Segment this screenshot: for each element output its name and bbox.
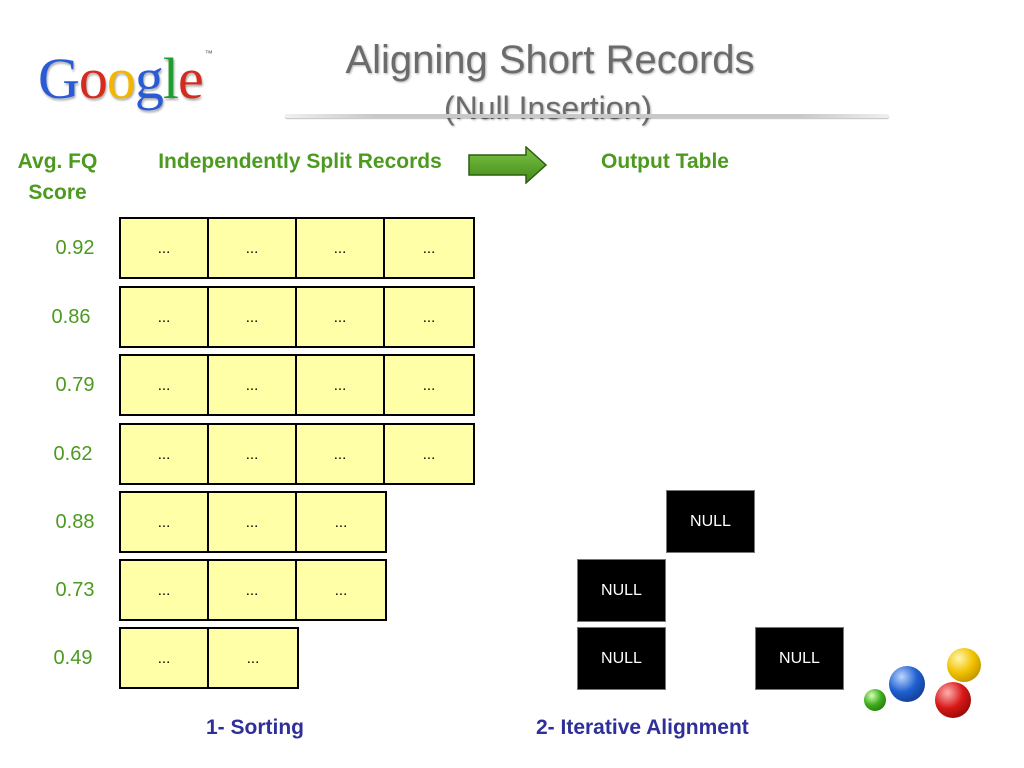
record-row: ............ (119, 286, 475, 348)
output-null-cell: NULL (577, 627, 666, 690)
step-sorting-label: 1- Sorting (206, 716, 304, 739)
logo-letter: o (106, 46, 136, 111)
record-field-cell: ... (297, 356, 385, 414)
record-field-cell: ... (297, 561, 385, 619)
score-column-header: Avg. FQ Score (17, 150, 98, 204)
right-arrow-icon (468, 146, 548, 184)
record-field-cell: ... (209, 493, 297, 551)
row-score: 0.79 (55, 374, 95, 396)
logo-letter: o (78, 46, 108, 111)
row-score: 0.62 (53, 443, 93, 465)
row-score: 0.88 (55, 511, 95, 533)
logo-letter: e (178, 46, 204, 111)
record-field-cell: ... (121, 629, 209, 687)
record-row: ............ (119, 423, 475, 485)
row-score: 0.73 (55, 579, 95, 601)
logo-letter: G (38, 46, 80, 111)
record-field-cell: ... (121, 561, 209, 619)
record-field-cell: ... (297, 425, 385, 483)
logo-letter: g (134, 46, 164, 111)
record-field-cell: ... (385, 425, 473, 483)
record-row: ...... (119, 627, 299, 689)
output-null-cell: NULL (666, 490, 755, 553)
record-field-cell: ... (209, 425, 297, 483)
slide-subtitle: (Null Insertion) (443, 90, 653, 126)
output-null-cell: NULL (577, 559, 666, 622)
split-records-header: Independently Split Records (158, 150, 442, 173)
output-null-cell: NULL (755, 627, 844, 690)
record-field-cell: ... (121, 356, 209, 414)
title-underline (285, 114, 889, 118)
record-row: ............ (119, 354, 475, 416)
slide-title: Aligning Short Records (345, 38, 755, 82)
record-field-cell: ... (297, 219, 385, 277)
record-field-cell: ... (385, 219, 473, 277)
record-row: ......... (119, 559, 387, 621)
record-field-cell: ... (297, 288, 385, 346)
record-field-cell: ... (385, 288, 473, 346)
record-field-cell: ... (209, 561, 297, 619)
record-row: ............ (119, 217, 475, 279)
output-table-header: Output Table (601, 150, 729, 173)
row-score: 0.92 (55, 237, 95, 259)
record-field-cell: ... (121, 219, 209, 277)
record-field-cell: ... (209, 629, 297, 687)
record-field-cell: ... (121, 425, 209, 483)
record-field-cell: ... (385, 356, 473, 414)
record-field-cell: ... (121, 493, 209, 551)
record-field-cell: ... (209, 288, 297, 346)
row-score: 0.49 (53, 647, 93, 669)
record-field-cell: ... (209, 219, 297, 277)
record-field-cell: ... (209, 356, 297, 414)
trademark-mark: ™ (204, 49, 213, 58)
row-score: 0.86 (51, 306, 91, 328)
record-field-cell: ... (121, 288, 209, 346)
logo-letter: l (162, 46, 179, 111)
record-field-cell: ... (297, 493, 385, 551)
record-row: ......... (119, 491, 387, 553)
step-alignment-label: 2- Iterative Alignment (536, 716, 749, 739)
